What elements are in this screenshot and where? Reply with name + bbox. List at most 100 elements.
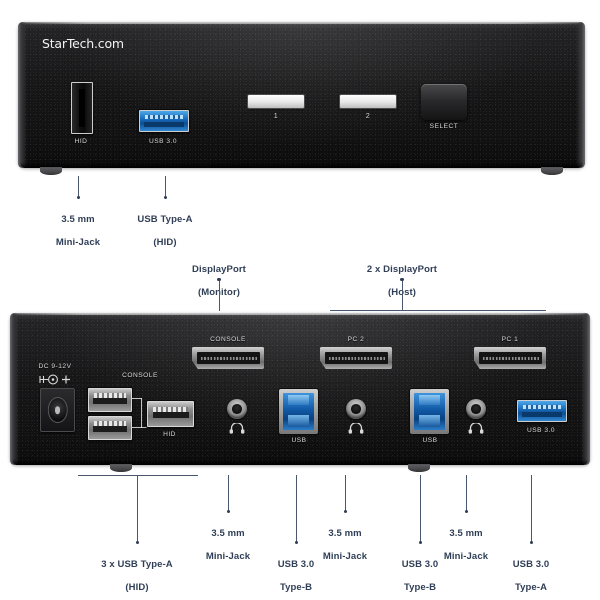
back-usb-b-pc2-label: USB bbox=[291, 437, 307, 444]
back-bottom-callout-3-sub: Type-B bbox=[279, 581, 313, 593]
back-foot-right bbox=[408, 464, 430, 472]
front-led-indicator-2 bbox=[340, 95, 396, 108]
front-callout-2-leader bbox=[165, 176, 167, 198]
back-bottom-callout-4-dot bbox=[343, 510, 348, 514]
front-callout-1-title: 3.5 mm bbox=[61, 213, 95, 225]
back-bottom-callout-5-sub: Type-B bbox=[403, 581, 437, 593]
back-bottom-callout-2-dot bbox=[226, 510, 231, 514]
front-hid-usb-port[interactable] bbox=[71, 82, 93, 134]
back-panel-unit: DC 9-12V CONSOLE bbox=[10, 313, 590, 472]
back-callout-dp-host-dot bbox=[400, 278, 404, 282]
front-led-label-1: 1 bbox=[273, 111, 279, 120]
back-bottom-callout-1-sub: (HID) bbox=[125, 581, 149, 593]
console-bracket-stem bbox=[141, 427, 155, 428]
brand-logo: StarTech.com bbox=[42, 36, 124, 51]
back-dp-pc2-port[interactable] bbox=[320, 347, 392, 369]
back-bottom-callout-5: USB 3.0 Type-B bbox=[375, 547, 465, 593]
back-bottom-callout-7-dot bbox=[529, 541, 534, 545]
back-bottom-callout-1-dot bbox=[135, 541, 140, 545]
back-usb-b-pc2-tab bbox=[287, 395, 310, 406]
back-dp-pc2-label: PC 2 bbox=[347, 336, 365, 343]
back-console-usb-port-bottom[interactable] bbox=[88, 416, 132, 440]
back-console-usb-top-tongue bbox=[94, 393, 126, 398]
back-usb-b-port-pc2[interactable] bbox=[279, 389, 318, 434]
back-bottom-callout-5-title: USB 3.0 bbox=[401, 558, 439, 570]
back-audio-jack-pc1[interactable] bbox=[466, 399, 486, 419]
back-foot-left bbox=[110, 464, 132, 472]
back-usb-b-port-pc1[interactable] bbox=[410, 389, 449, 434]
back-hid-usb-port[interactable] bbox=[147, 401, 194, 427]
select-button-label: SELECT bbox=[429, 123, 459, 130]
back-bottom-callout-3: USB 3.0 Type-B bbox=[251, 547, 341, 593]
select-button[interactable] bbox=[421, 84, 467, 120]
front-led-indicator-1 bbox=[248, 95, 304, 108]
back-hid-label: HID bbox=[163, 431, 176, 438]
back-bottom-callout-1-leader bbox=[137, 475, 139, 543]
back-console-audio-jack[interactable] bbox=[227, 399, 247, 419]
back-bottom-callout-4: 3.5 mm Mini-Jack bbox=[295, 516, 395, 562]
back-callout-dp-host-title: 2 x DisplayPort bbox=[366, 263, 438, 275]
back-dp-pc1-port[interactable] bbox=[474, 347, 546, 369]
back-callout-dp-monitor-leader bbox=[218, 281, 220, 311]
back-dp-console-pins bbox=[200, 356, 257, 361]
back-hid-usb-slot bbox=[152, 412, 189, 419]
back-bottom-callout-6-leader bbox=[466, 475, 468, 512]
back-usb3-type-a-port[interactable] bbox=[517, 400, 567, 422]
back-bottom-callout-7-leader bbox=[531, 475, 533, 543]
back-bottom-callout-4-leader bbox=[345, 475, 347, 512]
back-console-audio-hole bbox=[232, 404, 242, 414]
back-bottom-callout-7: USB 3.0 Type-A bbox=[486, 547, 576, 593]
back-dp-console-port[interactable] bbox=[192, 347, 264, 369]
back-usb-b-pc2-bottom bbox=[288, 415, 309, 427]
front-top-highlight bbox=[21, 22, 582, 24]
back-dp-pc1-pins bbox=[482, 356, 539, 361]
front-callout-1-dot bbox=[76, 196, 81, 200]
back-bottom-callout-2-sub: Mini-Jack bbox=[205, 550, 251, 562]
back-bottom-callout-5-leader bbox=[420, 475, 422, 543]
headphone-icon-2 bbox=[348, 423, 364, 434]
back-usb-b-pc1-tab bbox=[418, 395, 441, 406]
back-console-usb-port-top[interactable] bbox=[88, 388, 132, 412]
dc-power-pin bbox=[54, 406, 61, 414]
back-dp-pc2-pins bbox=[328, 356, 385, 361]
front-foot-right bbox=[541, 167, 563, 175]
front-callout-2-dot bbox=[163, 196, 168, 200]
headphone-icon-3 bbox=[468, 423, 484, 434]
back-dp-pc1-label: PC 1 bbox=[501, 336, 519, 343]
back-dc-power-label: DC 9-12V bbox=[38, 363, 72, 370]
back-bottom-callout-6-sub: Mini-Jack bbox=[443, 550, 489, 562]
back-bottom-shadow bbox=[12, 459, 588, 465]
headphone-icon-1 bbox=[229, 423, 245, 434]
front-panel-unit: StarTech.com HID USB 3.0 1 2 SELECT bbox=[18, 22, 585, 175]
back-hid-usb-tongue bbox=[153, 406, 188, 412]
back-bottom-callout-3-dot bbox=[294, 541, 299, 545]
back-bottom-callout-3-title: USB 3.0 bbox=[277, 558, 315, 570]
back-console-usb-bottom-slot bbox=[93, 426, 127, 432]
back-audio-jack-pc2-hole bbox=[351, 404, 361, 414]
back-usb3-slot bbox=[521, 412, 563, 417]
back-bottom-callout-5-dot bbox=[418, 541, 423, 545]
back-usb-b-pc1-bottom bbox=[419, 415, 440, 427]
back-bottom-callout-2-title: 3.5 mm bbox=[211, 527, 245, 539]
front-bottom-shadow bbox=[20, 162, 583, 168]
front-usb3-port[interactable] bbox=[139, 110, 189, 132]
back-bottom-callout-4-sub: Mini-Jack bbox=[322, 550, 368, 562]
back-console-usb-label: CONSOLE bbox=[122, 372, 158, 379]
back-callout-dp-monitor-title: DisplayPort bbox=[192, 263, 246, 275]
console-bracket-vertical bbox=[141, 398, 142, 428]
back-usb3-label: USB 3.0 bbox=[526, 427, 556, 434]
back-audio-jack-pc2[interactable] bbox=[346, 399, 366, 419]
front-usb3-tongue bbox=[144, 114, 184, 119]
console-bracket-top bbox=[132, 398, 142, 399]
brand-logo-text: StarTech.com bbox=[42, 36, 124, 51]
dc-power-jack[interactable] bbox=[40, 388, 75, 432]
back-usb-b-pc1-label: USB bbox=[422, 437, 438, 444]
front-hid-usb-slot bbox=[79, 89, 85, 127]
back-callout-dp-monitor-dot bbox=[217, 278, 221, 282]
back-bottom-callout-6-title: 3.5 mm bbox=[449, 527, 483, 539]
front-callout-2: USB Type-A (HID) bbox=[115, 202, 215, 248]
back-dp-console-label: CONSOLE bbox=[210, 336, 246, 343]
back-top-highlight bbox=[13, 313, 587, 315]
back-audio-jack-pc1-hole bbox=[471, 404, 481, 414]
back-bottom-callout-6: 3.5 mm Mini-Jack bbox=[416, 516, 516, 562]
